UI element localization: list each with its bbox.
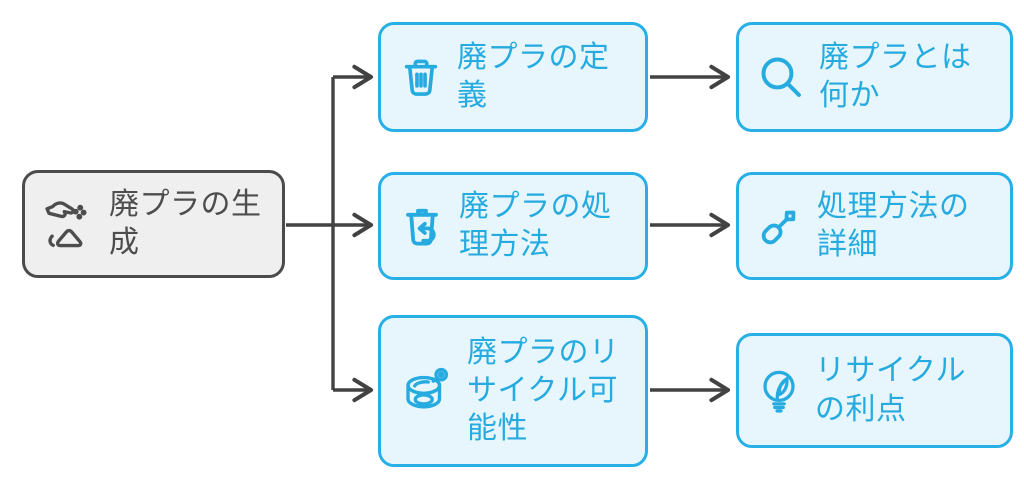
node-waste-plastic-generation[interactable]: 廃プラの生成: [22, 170, 285, 278]
node-processing-method-details[interactable]: 処理方法の詳細: [736, 172, 1013, 280]
node-label: 廃プラの定義: [457, 40, 610, 112]
node-recycling-benefits[interactable]: リサイクルの利点: [736, 333, 1013, 448]
node-waste-plastic-definition[interactable]: 廃プラの定義: [378, 22, 648, 132]
node-label: 廃プラのリサイクル可能性: [467, 335, 620, 446]
eco-bulb-icon: [756, 364, 802, 418]
node-waste-plastic-recyclability[interactable]: 廃プラのリサイクル可能性: [378, 315, 648, 467]
node-label: 廃プラの処理方法: [459, 189, 612, 261]
trash-can-icon: [398, 52, 444, 102]
screwdriver-icon: [756, 201, 804, 251]
node-label: リサイクルの利点: [815, 354, 966, 426]
magnifier-icon: [756, 52, 806, 102]
tin-can-icon: [398, 364, 454, 418]
node-label: 廃プラの生成: [109, 187, 262, 259]
trash-restore-icon: [398, 200, 446, 252]
node-what-is-waste-plastic[interactable]: 廃プラとは何か: [736, 22, 1013, 132]
node-label: 廃プラとは何か: [819, 40, 972, 112]
hand-waste-generation-icon: [42, 195, 96, 253]
node-label: 処理方法の詳細: [817, 189, 970, 261]
node-waste-plastic-processing-method[interactable]: 廃プラの処理方法: [378, 172, 648, 280]
